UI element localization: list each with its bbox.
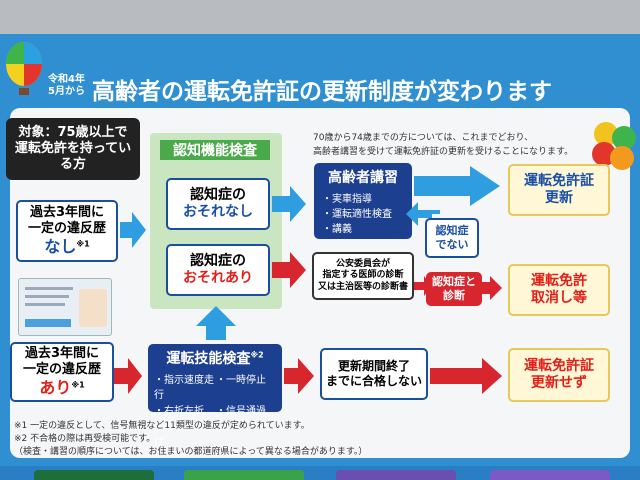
no-renewal-box: 運転免許証 更新せず [508, 348, 610, 402]
clover-icon [592, 122, 636, 170]
doctor-line1: 公安委員会が [335, 259, 390, 270]
not-dementia-box: 認知症 でない [425, 218, 479, 258]
bottom-tab [34, 470, 154, 480]
arrow-to-fail [284, 358, 314, 394]
paper-background [0, 0, 640, 40]
footnote-3: （検査・講習の順序については、お住まいの都道府県によって異なる場合があります。） [14, 447, 368, 457]
bottom-tab [184, 470, 304, 480]
arrow-to-diagnosed [414, 276, 432, 296]
no-renewal-line2: 更新せず [531, 375, 587, 391]
no-renewal-line1: 運転免許証 [524, 357, 594, 374]
fail-line2: までに合格しない [325, 374, 422, 388]
maybe-dementia-line1: 認知症の [190, 252, 246, 269]
fail-box: 更新期間終了 までに合格しない [320, 348, 428, 400]
diagnosed-line2: 診断 [443, 289, 465, 302]
with-violation-line1: 過去3年間に [24, 345, 100, 361]
elderly-course-box: 高齢者講習 ・実車指導 ・運転適性検査 ・講義 [314, 163, 412, 239]
skill-test-item: ・信号通過 [216, 406, 266, 417]
bottom-tab [490, 470, 610, 480]
doctor-line3: 又は主治医等の診断書 [317, 281, 408, 292]
elderly-course-item: ・実車指導 [322, 194, 372, 205]
cognitive-test-title: 認知機能検査 [160, 140, 270, 160]
arrow-to-renewal [414, 166, 500, 206]
renewal-line2: 更新 [545, 190, 573, 206]
bottom-strip [0, 466, 640, 480]
skill-test-item: ・指示速度走行 [154, 375, 214, 401]
license-card-image [18, 278, 112, 336]
arrow-to-elderly-course [272, 186, 306, 222]
revoke-box: 運転免許 取消し等 [508, 264, 610, 316]
doctor-line2: 指定する医師の診断 [322, 270, 404, 281]
no-violation-line1: 過去3年間に [29, 204, 105, 220]
diagnosed-line1: 認知症と [432, 275, 476, 289]
not-dementia-line2: でない [435, 238, 469, 251]
with-violation-line2: 一定の違反歴 [22, 361, 101, 377]
no-violation-box: 過去3年間に 一定の違反歴 なし※1 [16, 200, 118, 262]
no-dementia-box: 認知症の おそれなし [166, 178, 270, 230]
balloon-icon [6, 42, 42, 95]
fail-line1: 更新期間終了 [337, 359, 410, 373]
footnote-1: ※1 一定の違反として、信号無視など11類型の違反が定められています。 [14, 421, 310, 431]
skill-test-item: ・段差乗り上げ [154, 422, 214, 448]
no-violation-emph: なし [44, 237, 77, 257]
skill-test-item: ・右折左折 [154, 406, 204, 417]
footnote-2: ※2 不合格の際は再受検可能です。 [14, 434, 156, 444]
elderly-course-title: 高齢者講習 [328, 170, 398, 186]
era-line1: 令和4年 [48, 74, 85, 85]
not-dementia-line1: 認知症 [435, 224, 469, 238]
skill-test-mark: ※2 [250, 350, 264, 360]
intro-note-line1: 70歳から74歳までの方については、これまでどおり、 [313, 133, 534, 143]
arrow-to-doctor [272, 252, 306, 288]
intro-note-line2: 高齢者講習を受けて運転免許証の更新を受けることになります。 [313, 147, 574, 157]
skill-test-title: 運転技能検査 [166, 351, 251, 367]
arrow-to-no-renewal [430, 358, 502, 394]
arrow-no-violation [120, 212, 146, 248]
with-violation-emph: あり [39, 378, 72, 398]
arrow-to-revoke [482, 276, 502, 300]
target-label: 対象：75歳以上で運転免許を持っている方 [6, 118, 140, 180]
arrow-not-dementia [406, 202, 440, 226]
maybe-dementia-box: 認知症の おそれあり [166, 244, 270, 296]
renewal-box: 運転免許証 更新 [508, 164, 610, 216]
doctor-diagnosis-box: 公安委員会が 指定する医師の診断 又は主治医等の診断書 [312, 252, 414, 300]
renewal-line1: 運転免許証 [524, 172, 594, 189]
bottom-tab [336, 470, 456, 480]
elderly-course-item: ・講義 [322, 224, 352, 235]
era-label: 令和4年 5月から [48, 74, 85, 98]
maybe-dementia-line2: おそれあり [183, 270, 253, 286]
no-violation-mark: ※1 [76, 239, 90, 249]
no-dementia-line1: 認知症の [190, 186, 246, 203]
revoke-line1: 運転免許 [531, 272, 587, 289]
revoke-line2: 取消し等 [531, 290, 587, 306]
skill-test-item: ・一時停止 [216, 375, 266, 386]
no-dementia-line2: おそれなし [183, 204, 253, 220]
era-line2: 5月から [48, 86, 85, 97]
with-violation-box: 過去3年間に 一定の違反歴 あり※1 [10, 342, 114, 402]
page-title: 高齢者の運転免許証の更新制度が変わります [92, 79, 552, 105]
diagnosed-box: 認知症と 診断 [426, 272, 482, 306]
elderly-course-item: ・運転適性検査 [322, 209, 392, 220]
arrow-with-violation [114, 358, 142, 394]
arrow-up-from-skill [196, 306, 236, 340]
no-violation-line2: 一定の違反歴 [27, 220, 106, 236]
with-violation-mark: ※1 [71, 380, 85, 390]
skill-test-box: 運転技能検査※2 ・指示速度走行 ・一時停止 ・右折左折 ・信号通過 ・段差乗り… [148, 344, 282, 448]
